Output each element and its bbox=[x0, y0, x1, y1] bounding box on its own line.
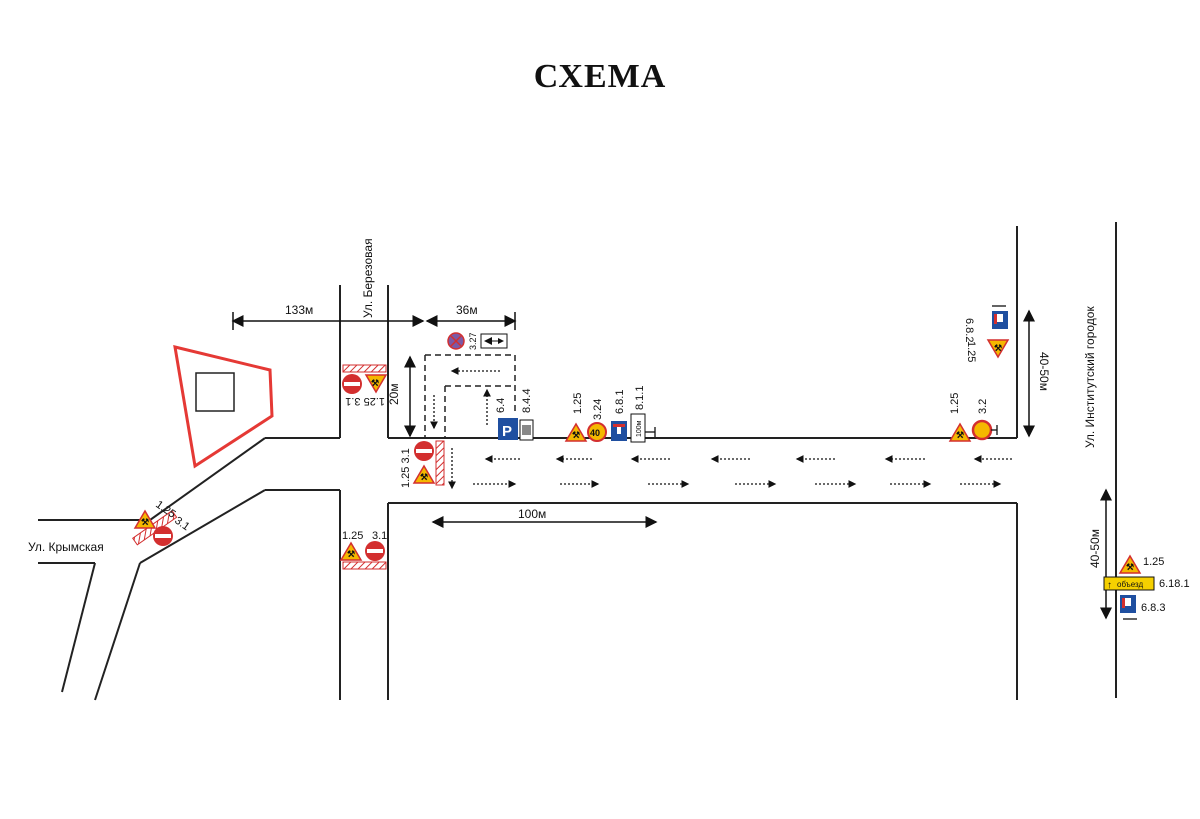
krymskaya-branch-right bbox=[94, 562, 141, 701]
roadworks-sign-icon bbox=[948, 422, 972, 442]
diagonal-road-lower bbox=[139, 489, 266, 564]
distance-plate-text: 100м bbox=[636, 420, 643, 437]
dim-100-label: 100м bbox=[518, 507, 546, 521]
label-6-18-1: 6.18.1 bbox=[1159, 578, 1190, 590]
label-1-25-top-right: 1.25 bbox=[965, 341, 977, 362]
street-institutsky: Ул. Институтский городок bbox=[1083, 306, 1097, 448]
svg-text:⚒: ⚒ bbox=[347, 549, 355, 559]
label-8-4-4: 8.4.4 bbox=[521, 389, 533, 413]
building-outline bbox=[173, 345, 274, 469]
roadworks-sign-icon bbox=[364, 374, 388, 394]
dim-20-label: 20м bbox=[387, 383, 401, 405]
label-1-25-3-1-entry: 1.25 3.1 bbox=[400, 448, 412, 488]
svg-text:⚒: ⚒ bbox=[420, 472, 428, 482]
barrier-icon bbox=[342, 364, 387, 373]
roadworks-sign-icon bbox=[339, 541, 363, 561]
label-6-8-3: 6.8.3 bbox=[1141, 602, 1165, 614]
speed-limit-value: 40 bbox=[590, 428, 600, 438]
roadworks-sign-icon bbox=[564, 422, 588, 442]
no-traffic-sign-icon bbox=[971, 419, 993, 441]
sign-group-berezovaya-bottom: ⚒ 1.25 3.1 bbox=[339, 530, 387, 570]
road-outlines bbox=[38, 222, 1117, 701]
dim-4050-top-label: 40-50м bbox=[1037, 352, 1051, 391]
label-3-2: 3.2 bbox=[977, 399, 989, 414]
sign-group-6-4: P 6.4 8.4.4 bbox=[495, 389, 534, 441]
dimensions bbox=[231, 309, 1112, 620]
svg-text:⚒: ⚒ bbox=[141, 517, 149, 527]
label-1-25-3-1-berez-top: 1.25 3.1 bbox=[345, 395, 385, 407]
label-6-8-1: 6.8.1 bbox=[614, 390, 626, 414]
label-1-25-mid: 1.25 bbox=[572, 393, 584, 414]
traffic-arrows bbox=[430, 367, 1012, 490]
street-krymskaya: Ул. Крымская bbox=[28, 540, 104, 554]
roadworks-sign-icon bbox=[1118, 554, 1142, 574]
svg-text:⚒: ⚒ bbox=[956, 430, 964, 440]
sign-group-top-right: ⚒ 6.8.2 1.25 bbox=[963, 305, 1010, 362]
label-3-1-berez-bottom: 3.1 bbox=[372, 530, 387, 542]
street-names: Ул. Березовая Ул. Крымская Ул. Институтс… bbox=[28, 238, 1097, 554]
work-zone bbox=[424, 354, 516, 438]
speed-limit-sign-icon bbox=[587, 422, 607, 442]
detour-sign-arrow-icon: ↑ bbox=[1107, 580, 1112, 591]
label-3-24: 3.24 bbox=[592, 399, 604, 420]
label-8-1-1: 8.1.1 bbox=[634, 386, 646, 410]
parking-sign-icon bbox=[498, 418, 518, 440]
sign-group-3-27: 3.27 bbox=[447, 332, 508, 350]
dim-133-label: 133м bbox=[285, 303, 313, 317]
label-1-25-berez-bottom: 1.25 bbox=[342, 530, 363, 542]
krymskaya-branch-left bbox=[61, 562, 96, 693]
building bbox=[173, 345, 274, 469]
svg-text:⚒: ⚒ bbox=[1126, 562, 1134, 572]
svg-text:⚒: ⚒ bbox=[371, 378, 379, 388]
scheme-title: СХЕМА bbox=[533, 58, 667, 95]
label-1-25-detour: 1.25 bbox=[1143, 556, 1164, 568]
sign-group-mid: ⚒ 40 100м 1.25 3.24 6.8.1 8.1.1 bbox=[564, 386, 656, 443]
roadworks-sign-icon bbox=[986, 339, 1010, 359]
svg-text:⚒: ⚒ bbox=[994, 343, 1002, 353]
label-6-8-2: 6.8.2 bbox=[963, 318, 975, 342]
sign-group-right: ⚒ 1.25 3.2 bbox=[948, 393, 998, 442]
label-1-25-right: 1.25 bbox=[949, 393, 961, 414]
sign-group-krymskaya: ⚒ 1.25 3.1 bbox=[132, 499, 192, 546]
diagonal-road-upper bbox=[149, 437, 266, 521]
roadworks-sign-icon bbox=[412, 464, 436, 484]
street-berezovaya: Ул. Березовая bbox=[361, 238, 375, 318]
label-3-27: 3.27 bbox=[468, 332, 478, 350]
building-inner bbox=[195, 372, 235, 412]
dim-4050-right-label: 40-50м bbox=[1088, 529, 1102, 568]
svg-text:⚒: ⚒ bbox=[572, 430, 580, 440]
roadworks-sign-icon bbox=[133, 509, 157, 529]
dimension-labels: 133м 36м 20м 100м 40-50м 40-50м bbox=[285, 303, 1102, 568]
detour-sign-text: объезд bbox=[1117, 580, 1144, 589]
distance-plate-icon bbox=[630, 413, 646, 443]
barrier-icon bbox=[435, 440, 445, 486]
parking-sign-letter: P bbox=[502, 423, 512, 440]
label-6-4: 6.4 bbox=[495, 398, 507, 413]
barrier-icon bbox=[342, 561, 387, 570]
dim-36-label: 36м bbox=[456, 303, 478, 317]
sign-group-entry: ⚒ 1.25 3.1 bbox=[400, 440, 445, 488]
detour-sign-icon bbox=[1103, 576, 1155, 591]
sign-group-berezovaya-top: ⚒ 1.25 3.1 bbox=[342, 364, 388, 407]
sign-group-detour: ⚒ ↑ объезд 1.25 6.18.1 6.8.3 bbox=[1103, 554, 1190, 620]
